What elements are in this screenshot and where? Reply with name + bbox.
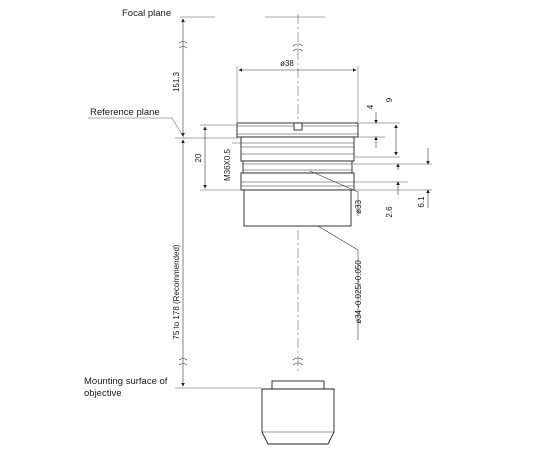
break-mark-lower — [178, 358, 188, 366]
dim-9-text: 9 — [385, 97, 394, 102]
adapter-part — [236, 122, 359, 227]
break-marks-centerline — [292, 43, 304, 366]
leader-o34 — [317, 225, 359, 251]
dim-thread-text: M36X0.5 — [223, 148, 232, 181]
dim-o38-text: ø38 — [280, 59, 294, 68]
dim-4-text: 4 — [366, 104, 375, 109]
groove-band — [242, 160, 353, 174]
lower-ring — [240, 172, 355, 191]
flange-slot — [293, 122, 303, 131]
reference-plane-leader — [171, 117, 185, 139]
spigot — [243, 189, 352, 227]
thread-section — [240, 136, 355, 162]
dim-o34-text: ø34 -0.025/-0.050 — [354, 260, 363, 324]
dim-151-3-text: 151.3 — [172, 71, 181, 92]
dim-20-text: 20 — [194, 153, 203, 162]
reference-plane-label: Reference plane — [90, 107, 160, 118]
dim-o33-text: ø33 — [354, 200, 363, 214]
mounting-surface-label-1: Mounting surface of — [84, 376, 168, 387]
dim-2-6-text: 2.6 — [385, 206, 394, 218]
objective-body — [261, 388, 335, 445]
dim-6-1-text: 6.1 — [417, 196, 426, 208]
objective-top-step — [271, 380, 325, 390]
objective-lens — [261, 380, 335, 445]
mounting-surface-label-2: objective — [84, 388, 122, 399]
leader-o33 — [309, 170, 359, 193]
break-mark-upper — [178, 41, 188, 49]
dim-recommended-text: 75 to 178 (Recommended) — [172, 244, 181, 340]
focal-plane-label: Focal plane — [122, 8, 171, 19]
